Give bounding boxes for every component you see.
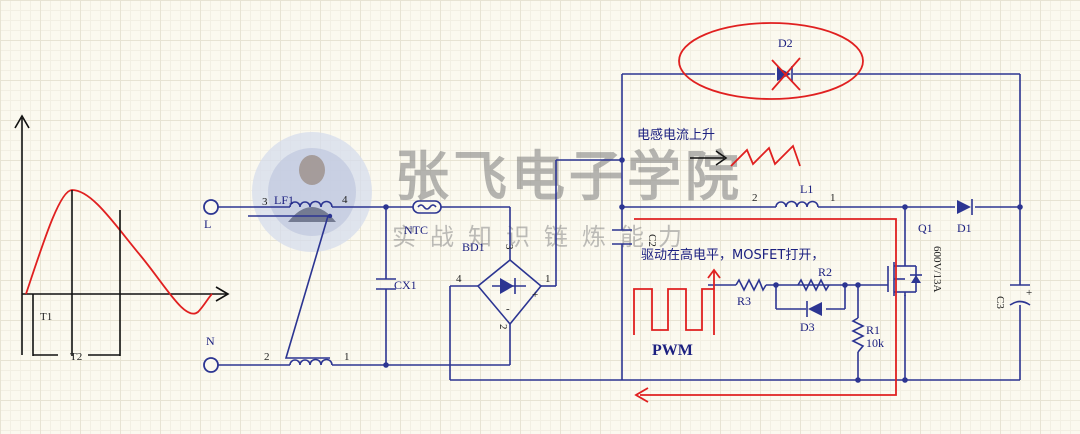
r1-label: R1	[866, 323, 880, 337]
triangle-current-wave	[730, 144, 801, 167]
svg-text:+: +	[1026, 287, 1032, 299]
c3-label: C3	[994, 296, 1006, 309]
wires	[218, 73, 1021, 381]
q1-label: Q1	[918, 221, 933, 235]
lf1-pin4: 4	[342, 194, 348, 206]
pwm-pulses	[633, 288, 715, 335]
current-loop-path	[634, 218, 897, 396]
r3-label: R3	[737, 294, 751, 308]
l1-inductor: L1 2 1	[752, 182, 836, 208]
r1-value: 10k	[866, 336, 884, 350]
bd1-bridge: BD1 1 4 3 2 + -	[456, 240, 551, 330]
cx1-capacitor: CX1	[376, 278, 417, 292]
watermark-title: 张飞电子学院	[395, 145, 743, 208]
bd1-label: BD1	[462, 240, 485, 254]
bd1-plus: +	[532, 289, 538, 301]
bd1-minus: -	[506, 303, 510, 315]
d2-highlight-ellipse	[678, 22, 864, 100]
d2-label: D2	[778, 36, 793, 50]
ntc-label: NTC	[404, 223, 428, 237]
c2-capacitor: C2	[612, 229, 658, 247]
line-label: L	[204, 217, 211, 231]
bd1-pin1: 1	[545, 273, 551, 285]
pwm-label: PWM	[652, 342, 693, 359]
r2-label: R2	[818, 265, 832, 279]
inductor-current-text: 电感电流上升	[637, 127, 715, 143]
lf1-choke: LF1 3 4 2 1	[248, 193, 350, 366]
d3-diode: D3	[800, 301, 822, 334]
watermark: 张飞电子学院 实战知识链炼能力	[252, 132, 743, 252]
c2-label: C2	[646, 234, 658, 247]
lf1-pin2: 2	[264, 351, 270, 363]
cx1-label: CX1	[394, 278, 417, 292]
pwm-waveform: PWM	[633, 268, 721, 359]
d1-diode: D1	[957, 199, 973, 235]
r3-resistor: R3	[735, 278, 767, 308]
ntc-thermistor: NTC	[404, 200, 442, 237]
c3-capacitor: + C3	[994, 284, 1032, 309]
junctions	[383, 157, 1023, 383]
l1-pin1: 1	[830, 192, 836, 204]
inductor-current-annotation: 电感电流上升	[637, 127, 801, 167]
lf1-pin1: 1	[344, 351, 350, 363]
d3-label: D3	[800, 320, 815, 334]
r2-resistor: R2	[797, 265, 832, 292]
waveform-curve	[25, 189, 213, 315]
drive-annotation: 驱动在高电平，MOSFET打开，	[641, 247, 824, 263]
d1-label: D1	[957, 221, 972, 235]
bd1-pin2: 2	[497, 324, 509, 330]
drive-text: 驱动在高电平，MOSFET打开，	[641, 247, 824, 263]
waveform-sketch: T1 T2	[14, 114, 230, 363]
r1-resistor: R1 10k	[851, 317, 884, 353]
lf1-pin3: 3	[262, 196, 268, 208]
input-neutral-terminal: N	[203, 334, 219, 373]
lf1-label: LF1	[274, 193, 294, 207]
t2-label: T2	[70, 351, 82, 363]
bd1-pin3: 3	[503, 244, 515, 250]
watermark-portrait	[299, 155, 325, 185]
watermark-subtitle: 实战知识链炼能力	[392, 223, 696, 251]
t1-label: T1	[40, 311, 52, 323]
neutral-label: N	[206, 334, 215, 348]
l1-pin2: 2	[752, 192, 758, 204]
q1-mosfet: Q1 600V/13A	[887, 221, 943, 296]
bd1-pin4: 4	[456, 273, 462, 285]
l1-label: L1	[800, 182, 813, 196]
current-loop	[634, 218, 897, 403]
d2-diode: D2	[678, 22, 864, 100]
input-line-terminal: L	[203, 199, 219, 231]
q1-rating: 600V/13A	[931, 246, 943, 293]
